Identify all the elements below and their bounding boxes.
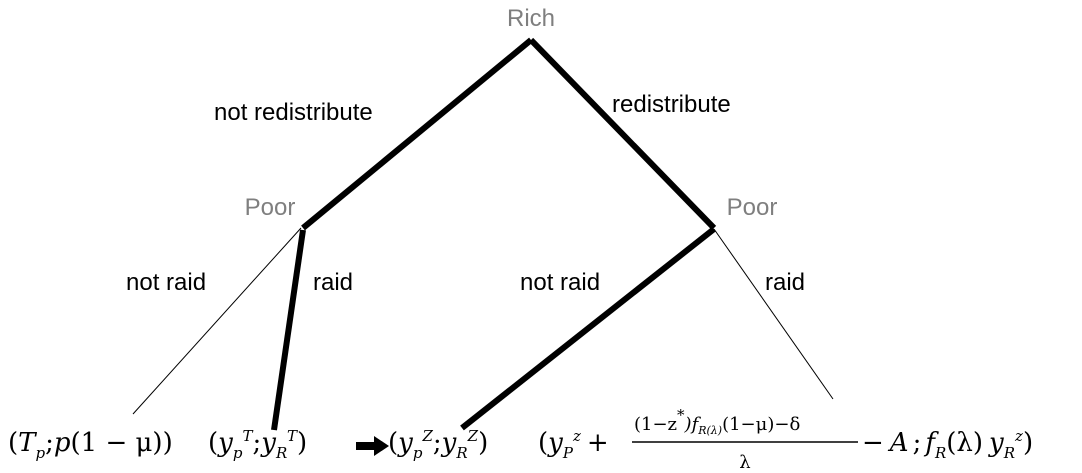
edge-poor-left-raid: [271, 229, 306, 431]
fraction-numerator: (1−z*)fR(λ)(1−μ)−δ: [634, 406, 800, 437]
edge-label-left-not-raid: not raid: [126, 269, 206, 296]
edge-label-not-redistribute: not redistribute: [214, 99, 373, 126]
edge-rich-redistribute: [528, 37, 717, 231]
node-rich: Rich: [507, 5, 555, 32]
payoff-redistribute-not-raid: (ypZ;yRZ): [388, 427, 488, 462]
edge-poor-left-not-raid: [132, 227, 302, 415]
svg-text:−A;fR(λ)yRz): −A;fR(λ)yRz): [862, 427, 1033, 462]
svg-text:(Tp;p(1 − μ)): (Tp;p(1 − μ)): [8, 428, 173, 462]
payoff-not-redistribute-not-raid: (Tp;p(1 − μ)): [8, 428, 173, 462]
fraction-denominator: λ: [739, 452, 750, 473]
svg-text:(ypT;yRT): (ypT;yRT): [208, 427, 307, 462]
edge-label-right-raid: raid: [765, 269, 805, 296]
edge-label-left-raid: raid: [313, 269, 353, 296]
edge-label-redistribute: redistribute: [612, 91, 731, 118]
edge-rich-not-redistribute: [301, 37, 533, 231]
payoff-not-redistribute-raid: (ypT;yRT): [208, 427, 307, 462]
edge-poor-right-not-raid: [460, 226, 716, 431]
svg-text:(ypZ;yRZ): (ypZ;yRZ): [388, 427, 488, 462]
svg-text:(yPz+: (yPz+: [538, 427, 609, 462]
right-arrow-icon: [356, 436, 389, 456]
node-poor-left: Poor: [245, 194, 296, 221]
edge-poor-right-raid: [713, 228, 834, 400]
payoff-redistribute-raid: (yPz+ (1−z*)fR(λ)(1−μ)−δ λ −A;fR(λ)yRz): [538, 406, 1033, 473]
edge-label-right-not-raid: not raid: [520, 269, 600, 296]
node-poor-right: Poor: [727, 194, 778, 221]
